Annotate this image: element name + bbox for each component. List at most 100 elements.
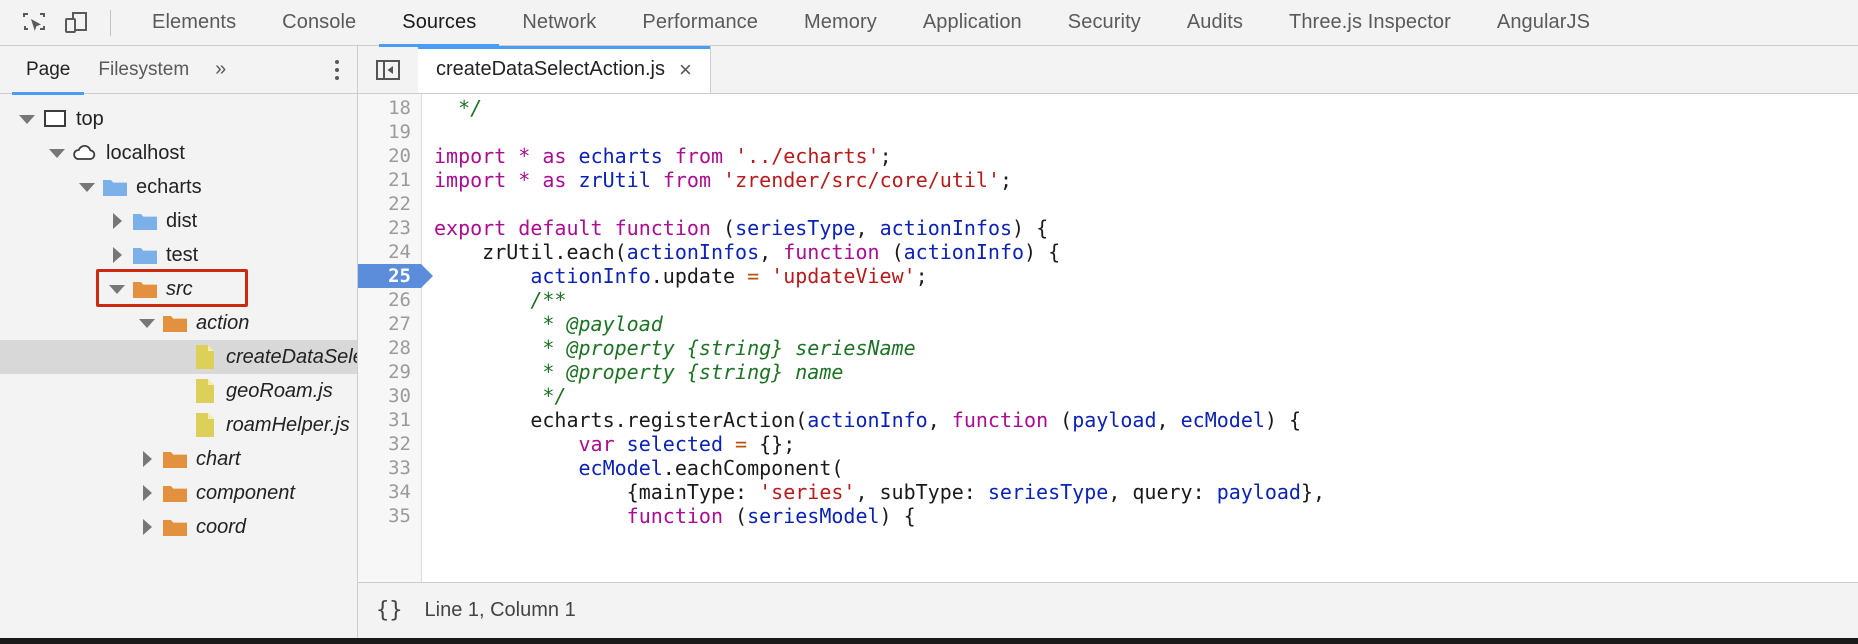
tree-item-top[interactable]: top (0, 102, 357, 136)
code-line: */ (458, 96, 483, 120)
tab-threejs-inspector[interactable]: Three.js Inspector (1289, 11, 1451, 33)
breakpoint-marker[interactable]: 25 (358, 264, 433, 288)
line-number[interactable]: 26 (388, 289, 411, 311)
nav-more-tabs-icon[interactable]: » (215, 58, 227, 80)
tab-security[interactable]: Security (1067, 11, 1141, 33)
code-line: import * as echarts from '../echarts'; (434, 144, 892, 168)
nav-tab-page[interactable]: Page (12, 46, 85, 95)
chevron-right-icon[interactable] (104, 247, 130, 263)
code-line (434, 192, 1858, 216)
tree-item-georoam-js[interactable]: geoRoam.js (0, 374, 357, 408)
line-number[interactable]: 34 (388, 481, 411, 503)
nav-tab-filesystem[interactable]: Filesystem (98, 58, 190, 80)
cursor-position-label: Line 1, Column 1 (424, 599, 576, 621)
chevron-down-icon[interactable] (104, 284, 130, 294)
tab-audits[interactable]: Audits (1186, 11, 1244, 33)
chevron-right-icon[interactable] (104, 213, 130, 229)
tab-elements[interactable]: Elements (152, 11, 237, 33)
tree-item-chart[interactable]: chart (0, 442, 357, 476)
tab-application[interactable]: Application (922, 11, 1022, 33)
tab-angularjs[interactable]: AngularJS (1496, 11, 1591, 33)
code-line: export default function (seriesType, act… (434, 216, 1049, 240)
editor-tab-bar: createDataSelectAction.js × (358, 46, 1858, 94)
tree-item-label: action (196, 311, 250, 334)
tree-item-label: chart (196, 447, 241, 470)
file-js-icon (190, 344, 220, 370)
kebab-menu-icon[interactable] (335, 59, 339, 80)
line-number[interactable]: 28 (388, 337, 411, 359)
code-line (434, 120, 1858, 144)
show-navigator-icon[interactable] (358, 46, 418, 93)
tree-item-label: top (76, 107, 104, 130)
tree-item-label: createDataSelectAction.js (226, 345, 357, 368)
line-number[interactable]: 24 (388, 241, 411, 263)
line-number[interactable]: 20 (388, 145, 411, 167)
tree-item-action[interactable]: action (0, 306, 357, 340)
tab-network[interactable]: Network (522, 11, 597, 33)
tree-item-echarts[interactable]: echarts (0, 170, 357, 204)
cloud-icon (70, 142, 100, 164)
inspect-element-icon[interactable] (14, 6, 54, 40)
toolbar-divider (110, 9, 111, 36)
code-line: var selected = {}; (578, 432, 796, 456)
chevron-right-icon[interactable] (134, 519, 160, 535)
editor-status-bar: {} Line 1, Column 1 (358, 582, 1858, 638)
tree-item-label: dist (166, 209, 198, 232)
frame-icon (40, 108, 70, 130)
code-line: echarts.registerAction(actionInfo, funct… (434, 408, 1302, 432)
tree-item-createdataselectaction-js[interactable]: createDataSelectAction.js (0, 340, 357, 374)
line-number[interactable]: 27 (388, 313, 411, 335)
line-number[interactable]: 35 (388, 505, 411, 527)
tree-item-dist[interactable]: dist (0, 204, 357, 238)
line-number[interactable]: 23 (388, 217, 411, 239)
line-number[interactable]: 32 (388, 433, 411, 455)
tree-item-src[interactable]: src (0, 272, 357, 306)
chevron-down-icon[interactable] (134, 318, 160, 328)
line-number[interactable]: 31 (388, 409, 411, 431)
line-number[interactable]: 22 (388, 193, 411, 215)
pretty-print-icon[interactable]: {} (376, 598, 403, 623)
tree-item-roamhelper-js[interactable]: roamHelper.js (0, 408, 357, 442)
tree-item-component[interactable]: component (0, 476, 357, 510)
code-line: * @property {string} name (434, 360, 844, 384)
main-toolbar: Elements Console Sources Network Perform… (0, 0, 1858, 47)
tree-item-localhost[interactable]: localhost (0, 136, 357, 170)
chevron-down-icon[interactable] (44, 148, 70, 158)
window-footer (0, 638, 1858, 644)
editor-tab-label: createDataSelectAction.js (436, 58, 666, 80)
tree-item-test[interactable]: test (0, 238, 357, 272)
code-line: /** (434, 288, 567, 312)
chevron-right-icon[interactable] (134, 485, 160, 501)
folder-blue-icon (100, 177, 130, 198)
code-line: function (seriesModel) { (626, 504, 916, 528)
folder-blue-icon (130, 211, 160, 232)
line-number[interactable]: 18 (388, 97, 411, 119)
tab-console[interactable]: Console (282, 11, 357, 33)
folder-orange-icon (160, 483, 190, 504)
tree-item-coord[interactable]: coord (0, 510, 357, 544)
editor-tab-createdataselectaction[interactable]: createDataSelectAction.js × (418, 46, 711, 93)
tab-memory[interactable]: Memory (804, 11, 877, 33)
line-number[interactable]: 19 (388, 121, 411, 143)
line-number[interactable]: 21 (388, 169, 411, 191)
tab-performance[interactable]: Performance (642, 11, 758, 33)
device-toolbar-icon[interactable] (56, 6, 96, 40)
close-icon[interactable]: × (679, 56, 692, 82)
tree-item-label: coord (196, 515, 247, 538)
chevron-down-icon[interactable] (74, 182, 100, 192)
chevron-down-icon[interactable] (14, 114, 40, 124)
line-number[interactable]: 33 (388, 457, 411, 479)
panel-tab-bar: Elements Console Sources Network Perform… (129, 0, 1613, 47)
chevron-right-icon[interactable] (134, 451, 160, 467)
tab-sources[interactable]: Sources (379, 0, 500, 47)
line-number[interactable]: 30 (388, 385, 411, 407)
line-number[interactable]: 29 (388, 361, 411, 383)
code-content[interactable]: */ import * as echarts from '../echarts'… (422, 94, 1858, 582)
folder-orange-icon (130, 279, 160, 300)
